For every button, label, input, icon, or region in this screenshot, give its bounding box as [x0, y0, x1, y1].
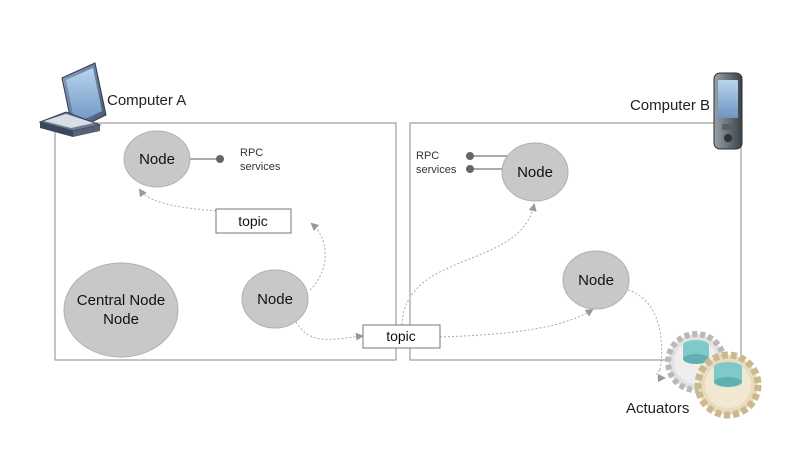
node-a-top-label: Node: [139, 151, 175, 168]
node-a-bottom: [241, 269, 309, 329]
computer-b-box: [409, 122, 742, 361]
laptop-icon: [38, 62, 107, 137]
computer-a-label: Computer A: [107, 92, 186, 109]
pda-icon: [713, 72, 743, 150]
node-b-mid-label: Node: [578, 272, 614, 289]
actuators-label: Actuators: [626, 400, 689, 417]
topic-shared-label: topic: [386, 328, 416, 344]
node-a-bottom-label: Node: [257, 291, 293, 308]
topic-box-shared: [362, 324, 441, 349]
gears-icon: [665, 331, 762, 419]
edge-actuators-loop: [656, 369, 666, 382]
rpc-b-label-line2: services: [416, 164, 457, 176]
rpc-dot-a: [216, 155, 224, 163]
node-a-top: [123, 130, 191, 188]
node-b-top-label: Node: [517, 164, 553, 181]
edge-shared-topic-to-node-top-b: [401, 203, 537, 326]
edge-node-bottom-to-topic-a: [309, 222, 326, 291]
edge-topic-to-node-top-a: [138, 188, 241, 213]
topic-a-label: topic: [238, 213, 268, 229]
node-b-top: [501, 142, 569, 202]
rpc-a-label-line2: services: [240, 161, 281, 173]
central-node: [63, 262, 179, 358]
computer-a-box: [54, 122, 397, 361]
central-node-label-line1: Central Node: [77, 292, 165, 309]
rpc-b-label-line1: RPC: [416, 150, 439, 162]
edge-node-mid-to-actuators: [627, 289, 663, 371]
rpc-dot-b1: [466, 152, 474, 160]
rpc-a-label-line1: RPC: [240, 147, 263, 159]
topic-box-a: [215, 208, 292, 234]
computer-b-label: Computer B: [630, 97, 710, 114]
edge-node-bottom-to-shared-topic: [295, 321, 364, 341]
rpc-dot-b2: [466, 165, 474, 173]
node-b-mid: [562, 250, 630, 310]
central-node-label-line2: Node: [103, 311, 139, 328]
edge-shared-topic-to-node-mid-b: [439, 308, 594, 338]
